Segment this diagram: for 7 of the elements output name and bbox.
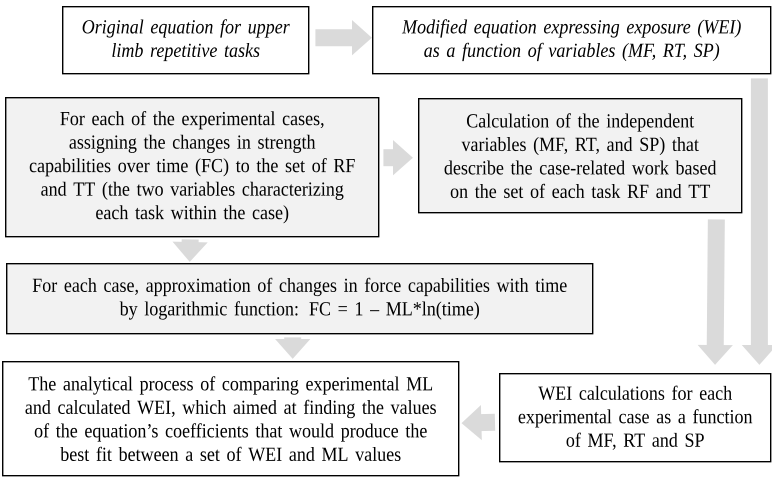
- process-box: For each of the experimental cases, assigning the changes in strength capabilities over time (FC) to the set of RF and TT (the two variables characterizing each task within the case): [5, 97, 380, 238]
- process-box: Calculation of the independent variables (MF, RT, and SP) that describe the case-related work based on the set of each task RF and TT: [418, 98, 742, 214]
- process-box: The analytical process of comparing experimental ML and calculated WEI, which aimed at finding the values of the equation’s coefficients that would produce the best fit between a set of WEI and ML values: [2, 361, 460, 476]
- process-box: WEI calculations for each experimental case as a function of MF, RT and SP: [499, 373, 772, 462]
- process-box: For each case, approximation of changes in force capabilities with time by logarithmic function: FC = 1 – ML*ln(time): [6, 263, 594, 334]
- process-box: Original equation for upper limb repetitive tasks: [62, 6, 310, 74]
- process-box: Modified equation expressing exposure (WEI) as a function of variables (MF, RT, SP): [372, 6, 772, 74]
